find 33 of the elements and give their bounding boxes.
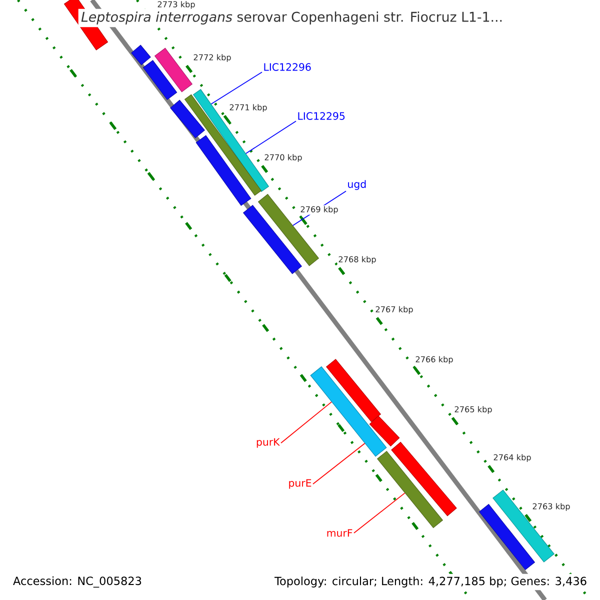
leader-line [280,402,332,444]
leader-line [245,120,296,154]
gene-bar [326,358,381,422]
scale-label: 2770 kbp [263,153,304,163]
gene-bar [391,442,457,516]
scale-label: 2769 kbp [299,205,340,215]
gene-label: LIC12296 [264,63,311,71]
gene-label: purE [289,479,312,489]
map-title: Leptospira interrogans serovar Copenhageni str. Fiocruz L1-1... [78,8,506,28]
gene-bar [492,490,554,562]
gene-bar [131,44,151,66]
gene-label: ugd [348,180,366,190]
gene-label: purK [256,438,280,448]
info-text: Topology: circular; Length: 4,277,185 bp; Genes: 3,436 [272,574,590,590]
info-text: Accession: NC_005823 [10,574,145,590]
scale-label: 2765 kbp [453,405,494,415]
scale-label: 2768 kbp [337,255,378,265]
gene-bar [142,60,178,100]
leader-line [354,492,406,534]
scale-label: 2771 kbp [228,103,268,113]
scale-label: 2766 kbp [414,355,454,365]
scale-label: 2773 kbp [156,0,196,10]
gene-label: LIC12295 [298,112,345,120]
leader-line [312,442,366,484]
gene-bar [310,366,387,457]
leader-line [210,72,262,104]
gene-label: murF [327,529,352,537]
scale-label: 2767 kbp [374,305,414,315]
scale-label: 2763 kbp [531,502,572,512]
gene-bar [196,135,252,206]
scale-label: 2764 kbp [492,453,532,463]
scale-label: 2772 kbp [192,53,232,63]
gene-bar [170,100,205,138]
